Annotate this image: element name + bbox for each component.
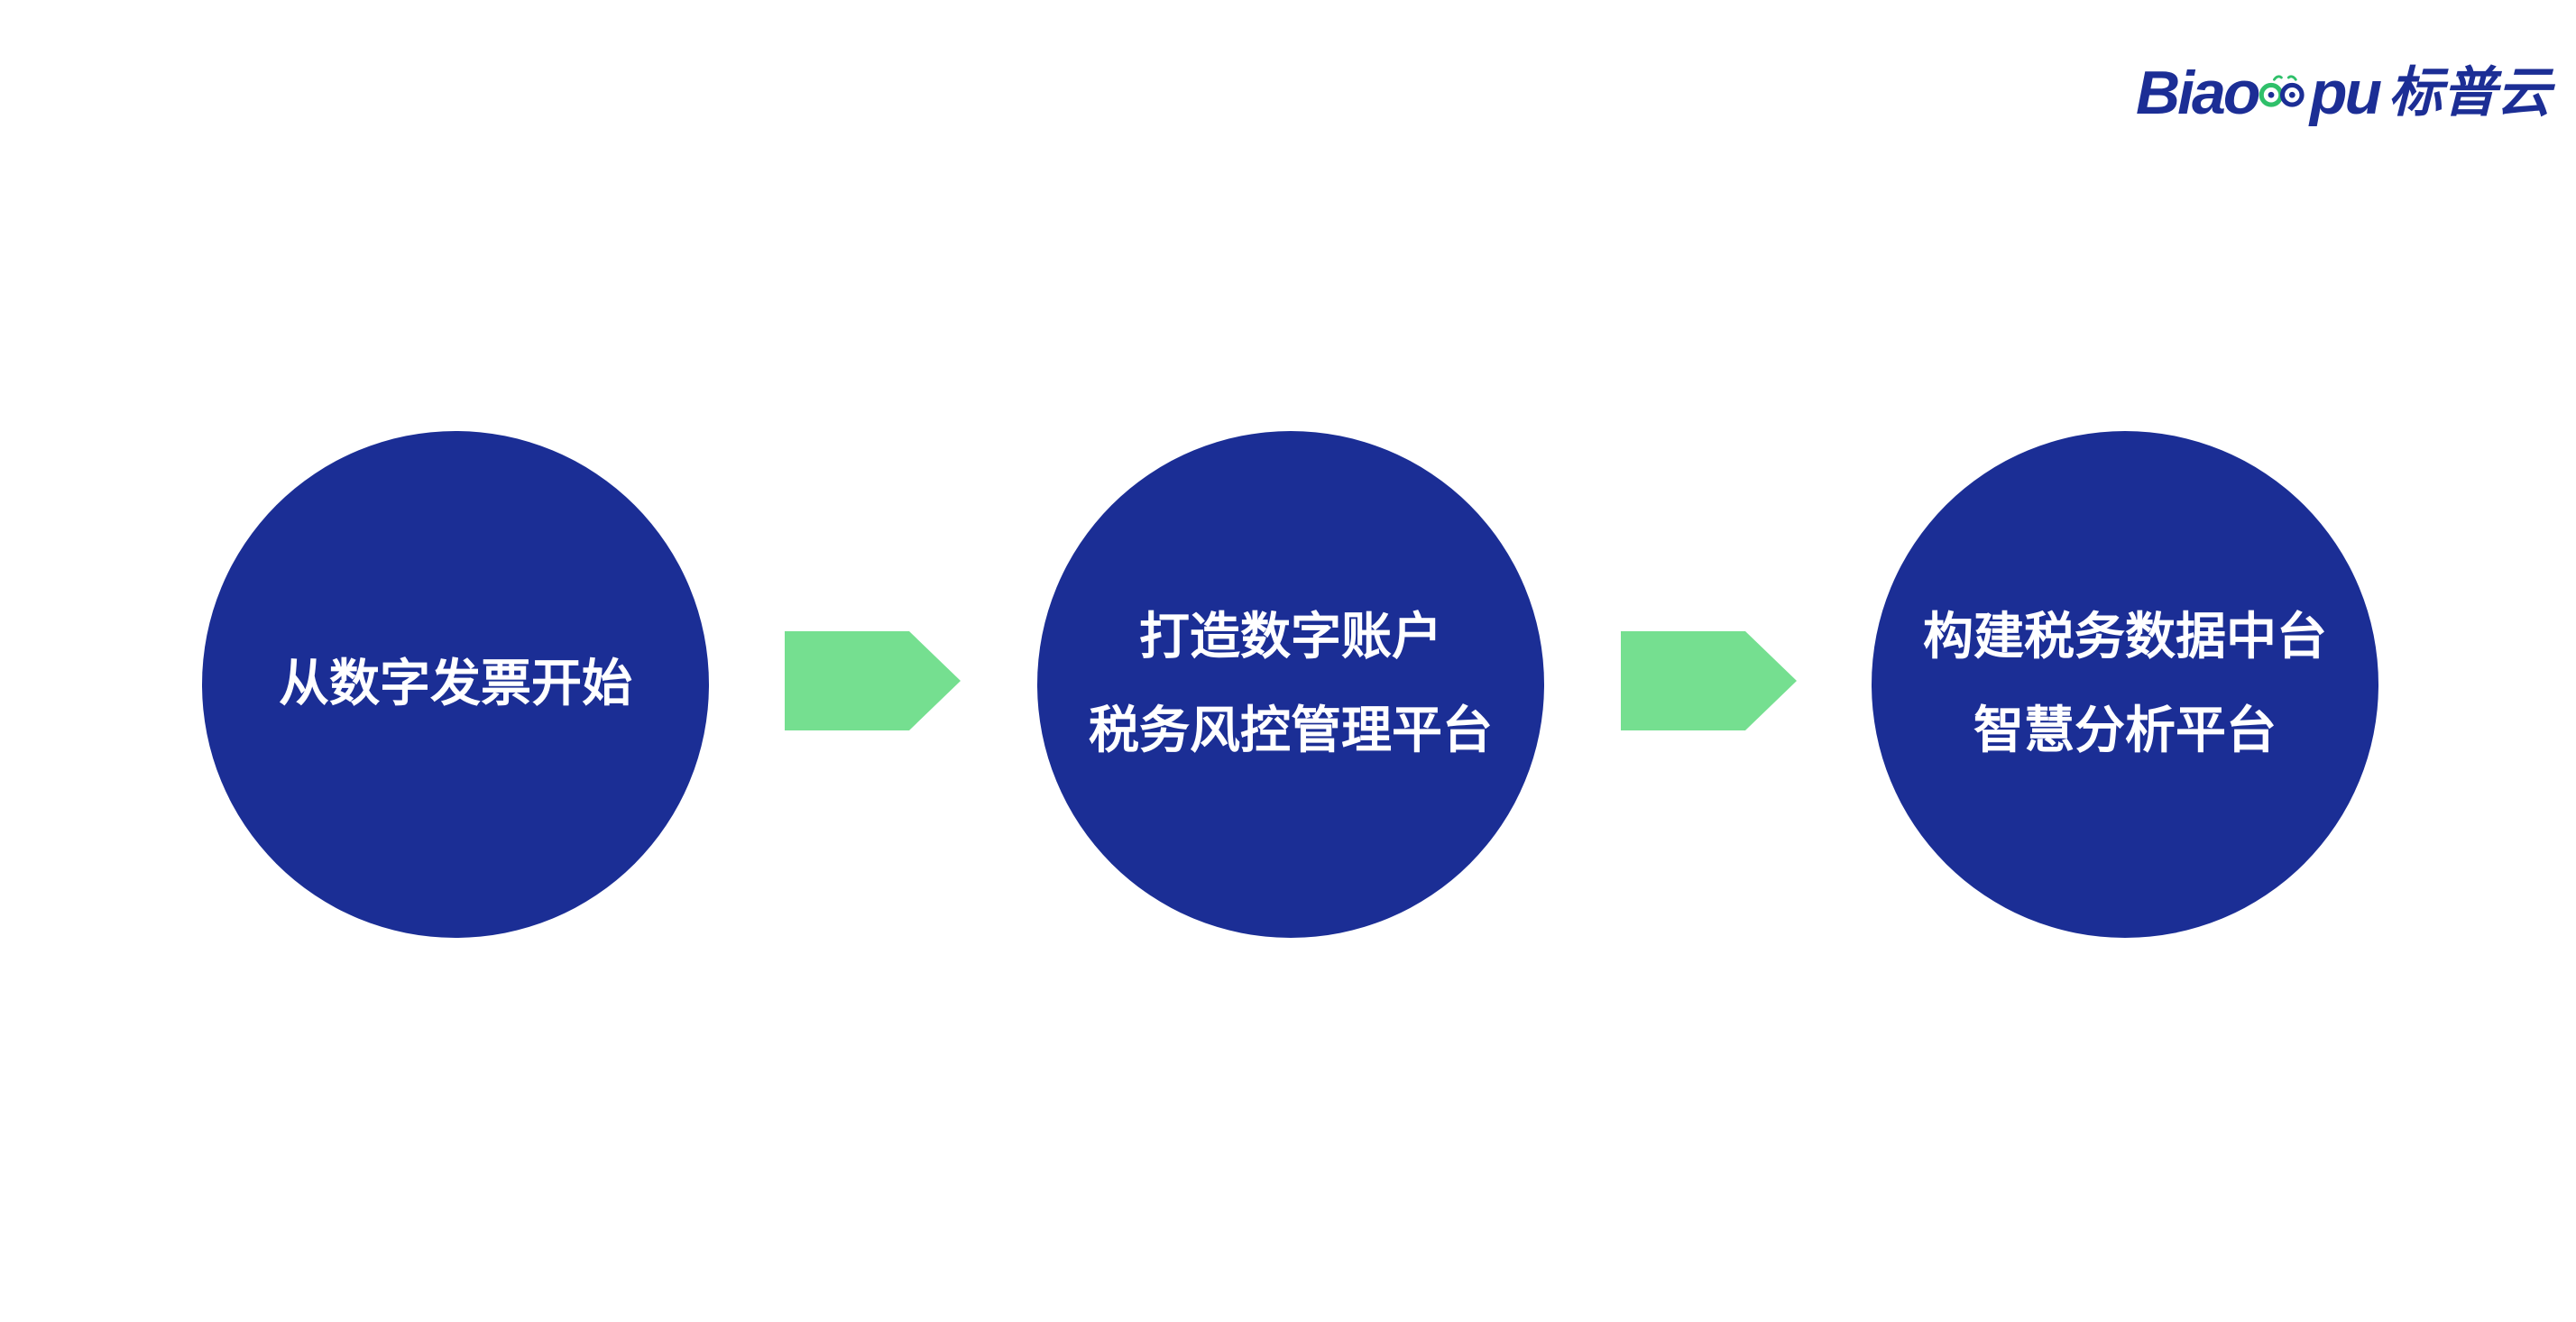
flow-step-1-label: 从数字发票开始 [279, 655, 632, 713]
logo-chinese-name: 标普云 [2388, 61, 2551, 124]
flow-arrow-2-shape [1621, 631, 1797, 730]
brand-logo: Biao pu 标普云 [2136, 52, 2551, 133]
flow-step-3-circle: 构建税务数据中台 智慧分析平台 [1872, 431, 2378, 938]
flow-arrow-2-icon [1621, 631, 1797, 730]
logo-eyes-icon [2259, 75, 2305, 107]
flow-step-2-line-2: 税务风控管理平台 [1089, 702, 1493, 760]
flow-step-2-circle: 打造数字账户 税务风控管理平台 [1037, 431, 1544, 938]
flow-step-3-line-2: 智慧分析平台 [1973, 702, 2277, 760]
flow-arrow-1-shape [785, 631, 961, 730]
flow-step-2-line-1: 打造数字账户 [1139, 608, 1442, 666]
logo-text-suffix: pu [2309, 59, 2382, 127]
logo-text-prefix: Biao [2136, 59, 2260, 127]
flow-step-1-circle: 从数字发票开始 [202, 431, 709, 938]
flow-arrow-1-icon [785, 631, 961, 730]
flow-step-3-line-1: 构建税务数据中台 [1923, 608, 2327, 666]
